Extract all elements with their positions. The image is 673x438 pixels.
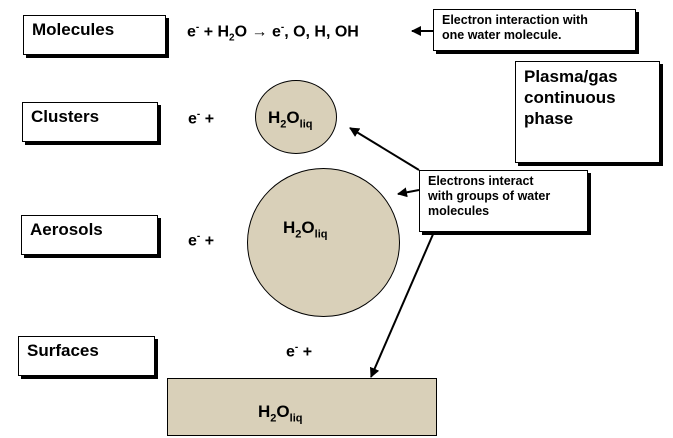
plasma-phase-box: Plasma/gas continuous phase (515, 61, 660, 163)
note-to-cluster-arrow (349, 127, 420, 171)
note-line: Electron interaction with (442, 13, 588, 27)
plasma-line: continuous (524, 88, 616, 107)
surface-electron-plus: e- + (286, 342, 313, 361)
note-line: Electrons interact (428, 174, 534, 188)
molecules-text: Molecules (32, 20, 115, 39)
note-line: one water molecule. (442, 28, 562, 42)
aerosol-water-label: H2Oliq (283, 218, 328, 241)
one-molecule-note: Electron interaction with one water mole… (433, 9, 636, 51)
clusters-label: Clusters (22, 102, 158, 142)
surface-water-label: H2Oliq (258, 402, 303, 425)
aerosols-label: Aerosols (21, 215, 158, 255)
molecule-equation: e- + H2O → e-, O, H, OH (187, 22, 359, 44)
plasma-line: phase (524, 109, 574, 128)
surfaces-text: Surfaces (27, 341, 99, 360)
plasma-line: Plasma/gas (524, 67, 618, 86)
aerosols-text: Aerosols (30, 220, 103, 239)
water-surface-slab (167, 378, 437, 436)
surfaces-label: Surfaces (18, 336, 155, 376)
group-interaction-note: Electrons interact with groups of water … (419, 170, 588, 232)
cluster-electron-plus: e- + (188, 109, 215, 128)
cluster-water-label: H2Oliq (268, 108, 313, 131)
note-line: molecules (428, 204, 490, 218)
note-line: with groups of water (428, 189, 551, 203)
note-to-aerosol-arrow (397, 187, 420, 198)
note-to-surface-arrow (370, 231, 435, 378)
aerosol-electron-plus: e- + (188, 231, 215, 250)
clusters-text: Clusters (31, 107, 100, 126)
aerosol-droplet (247, 168, 400, 317)
molecules-label: Molecules (23, 15, 166, 55)
cluster-droplet (255, 80, 337, 154)
